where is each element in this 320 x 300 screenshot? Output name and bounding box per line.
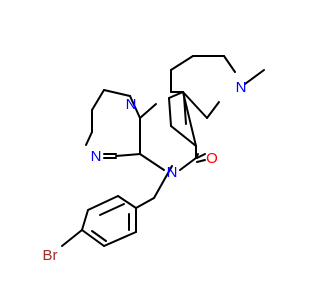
bond <box>170 125 197 147</box>
bond <box>91 230 107 242</box>
bond <box>196 159 206 163</box>
bond <box>61 229 83 247</box>
bond <box>117 195 137 209</box>
bond <box>115 153 141 157</box>
bond <box>244 69 265 85</box>
bond <box>170 55 194 71</box>
bond <box>129 95 141 119</box>
bond <box>81 209 89 231</box>
atom-label-bromine: Br <box>43 247 58 264</box>
structure-canvas: N N N N O Br <box>43 55 265 264</box>
bond <box>206 101 220 119</box>
bond <box>103 89 131 97</box>
bond <box>182 91 208 119</box>
atom-label-n-imine: N <box>91 148 102 165</box>
bond <box>87 195 119 211</box>
molecule-diagram: N N N N O Br <box>43 55 265 264</box>
atom-label-n-methyl: N <box>236 79 247 96</box>
bond <box>81 229 105 247</box>
atom-label-n-amide: N <box>167 164 178 181</box>
bond <box>196 153 206 159</box>
atom-label-n-imidazoline-top: N <box>126 96 137 113</box>
bond <box>99 203 125 216</box>
bond <box>183 95 187 125</box>
bond <box>85 131 93 146</box>
bond <box>139 103 157 119</box>
bond <box>135 197 155 209</box>
bond <box>179 157 197 171</box>
bond <box>153 165 173 199</box>
bond <box>168 97 172 127</box>
bond <box>103 231 137 247</box>
bond <box>139 153 165 171</box>
bond <box>223 55 236 73</box>
atom-label-carbonyl-oxygen: O <box>206 150 218 167</box>
bond <box>168 91 184 99</box>
bond <box>91 89 105 111</box>
